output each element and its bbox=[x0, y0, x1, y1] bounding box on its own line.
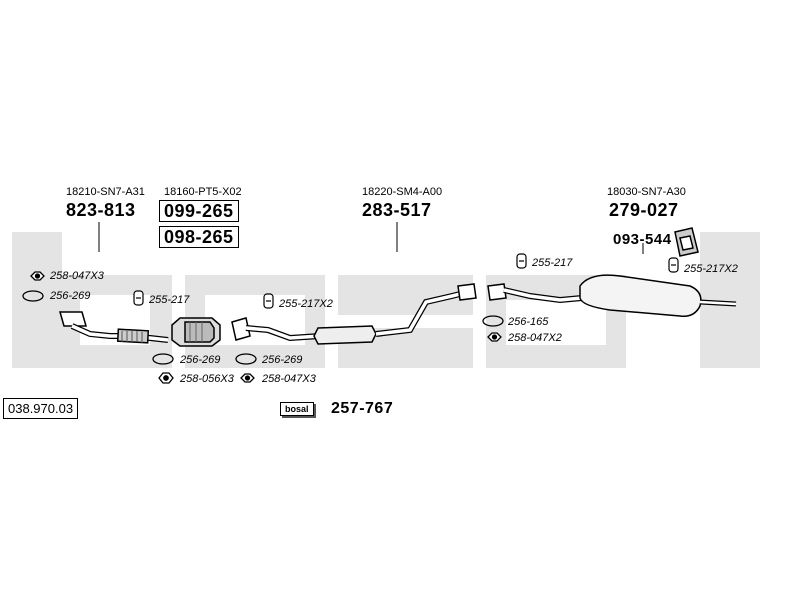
part-number-rear-silencer: 279-027 bbox=[609, 200, 679, 220]
middle-pipe bbox=[231, 283, 477, 345]
nut-icon bbox=[240, 373, 255, 383]
catalytic-converter bbox=[171, 317, 221, 347]
oem-number-rear-silencer: 18030-SN7-A30 bbox=[607, 186, 686, 198]
nut-icon bbox=[30, 271, 45, 281]
fitting-label: 258-047X3 bbox=[262, 373, 316, 385]
nut-icon bbox=[487, 332, 502, 342]
clamp-icon bbox=[263, 293, 274, 309]
assembly-kit-number: 257-767 bbox=[331, 400, 394, 417]
rear-silencer bbox=[487, 274, 737, 318]
rubber-mount bbox=[674, 227, 699, 257]
gasket-ring-icon bbox=[235, 353, 257, 365]
oem-number-front-pipe: 18210-SN7-A31 bbox=[66, 186, 145, 198]
fitting-label: 258-047X3 bbox=[50, 270, 104, 282]
clamp-icon bbox=[668, 257, 679, 273]
fitting-label: 256-165 bbox=[508, 316, 549, 328]
catalog-number: 038.970.03 bbox=[3, 398, 79, 419]
gasket-ring-icon bbox=[152, 353, 174, 365]
fitting-label: 258-047X2 bbox=[508, 332, 562, 344]
gasket-ring-icon bbox=[482, 315, 504, 327]
part-number-catalyst-1: 099-265 bbox=[159, 200, 239, 222]
part-number-catalyst-2: 098-265 bbox=[159, 226, 239, 248]
fitting-label: 255-217 bbox=[149, 294, 190, 306]
oem-number-catalyst: 18160-PT5-X02 bbox=[164, 186, 242, 198]
fitting-label: 255-217 bbox=[532, 257, 573, 269]
part-number-rubber-mount: 093-544 bbox=[613, 231, 672, 248]
fitting-label: 255-217X2 bbox=[684, 263, 738, 275]
front-pipe bbox=[59, 311, 169, 344]
fitting-label: 255-217X2 bbox=[279, 298, 333, 310]
clamp-icon bbox=[516, 253, 527, 269]
fitting-label: 256-269 bbox=[50, 290, 91, 302]
fitting-label: 258-056X3 bbox=[180, 373, 234, 385]
bosal-badge: bosal bbox=[280, 402, 314, 416]
fitting-label: 256-269 bbox=[180, 354, 221, 366]
nut-icon bbox=[158, 372, 174, 384]
fitting-label: 256-269 bbox=[262, 354, 303, 366]
clamp-icon bbox=[133, 290, 144, 306]
gasket-ring-icon bbox=[22, 290, 44, 302]
part-number-middle-pipe: 283-517 bbox=[362, 200, 432, 220]
part-number-front-pipe: 823-813 bbox=[66, 200, 136, 220]
oem-number-middle-pipe: 18220-SM4-A00 bbox=[362, 186, 443, 198]
